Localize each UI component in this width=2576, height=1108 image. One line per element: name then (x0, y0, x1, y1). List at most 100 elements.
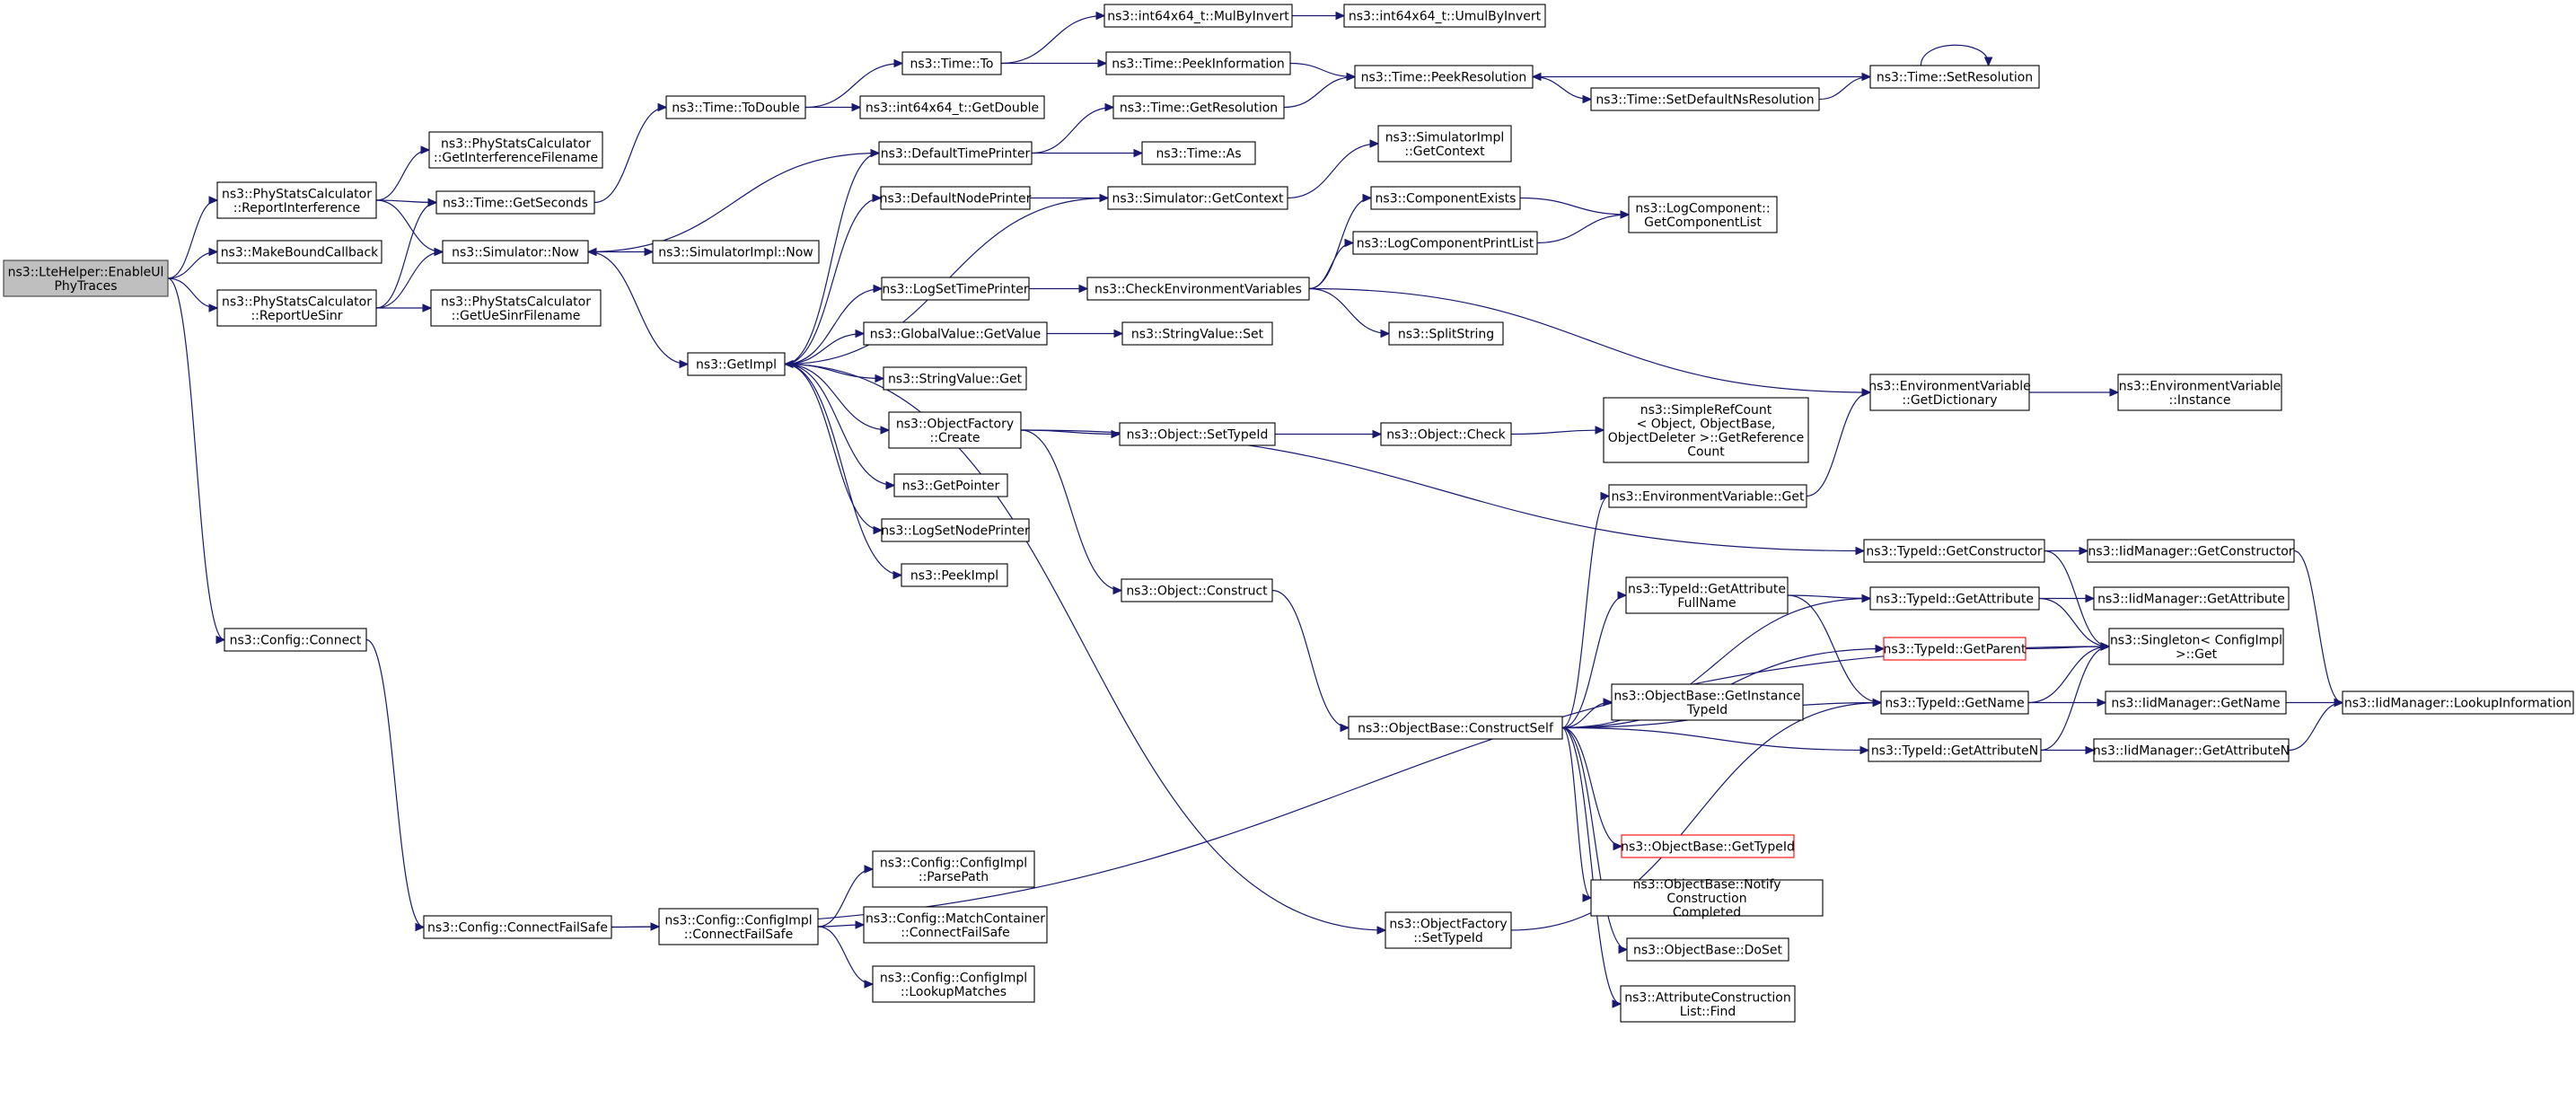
edge-arrowhead (1983, 57, 1993, 67)
node-label: ns3::Object::SetTypeId (1127, 428, 1269, 443)
node-log-set-time-printer[interactable]: ns3::LogSetTimePrinter (881, 277, 1030, 301)
edge-line (167, 199, 218, 279)
node-log-component-print-list[interactable]: ns3::LogComponentPrintList (1352, 231, 1538, 255)
node-box (1354, 65, 1534, 89)
node-peek-resolution[interactable]: ns3::Time::PeekResolution (1354, 65, 1534, 89)
node-simple-ref-count[interactable]: ns3::SimpleRefCount< Object, ObjectBase,… (1603, 397, 1809, 463)
node-component-exists[interactable]: ns3::ComponentExists (1370, 186, 1521, 210)
node-object-check[interactable]: ns3::Object::Check (1380, 422, 1512, 446)
node-env-var-get[interactable]: ns3::EnvironmentVariable::Get (1608, 484, 1807, 508)
node-object-construct[interactable]: ns3::Object::Construct (1121, 578, 1273, 602)
node-iid-get-name[interactable]: ns3::IidManager::GetName (2105, 690, 2287, 715)
node-type-id-get-attribute-n[interactable]: ns3::TypeId::GetAttributeN (1868, 738, 2042, 762)
node-set-resolution[interactable]: ns3::Time::SetResolution (1869, 65, 2040, 89)
node-env-var-get-dictionary[interactable]: ns3::EnvironmentVariable::GetDictionary (1868, 374, 2031, 411)
node-label: ns3::Simulator::Now (452, 246, 579, 260)
node-time-to[interactable]: ns3::Time::To (901, 51, 1002, 75)
node-time-as[interactable]: ns3::Time::As (1141, 141, 1256, 165)
node-simulator-now[interactable]: ns3::Simulator::Now (442, 240, 589, 264)
node-iid-lookup-information[interactable]: ns3::IidManager::LookupInformation (2342, 690, 2574, 715)
node-box (1590, 879, 1824, 917)
node-box (665, 95, 806, 119)
node-box (1863, 539, 2045, 563)
edge-arrowhead (1612, 999, 1622, 1008)
edge-line (1308, 242, 1354, 290)
node-string-value-get[interactable]: ns3::StringValue::Get (883, 366, 1027, 391)
edge-object-base-construct-self-to-object-base-get-type-id (1561, 726, 1623, 851)
edge-line (167, 251, 218, 279)
node-box (428, 131, 603, 169)
node-make-bound-callback[interactable]: ns3::MakeBoundCallback (216, 240, 382, 264)
node-iid-get-attribute[interactable]: ns3::IidManager::GetAttribute (2093, 586, 2290, 611)
node-peek-information[interactable]: ns3::Time::PeekInformation (1105, 51, 1291, 75)
edge-arrowhead (1113, 329, 1124, 339)
node-split-string[interactable]: ns3::SplitString (1388, 321, 1504, 346)
edge-line (1308, 287, 1390, 335)
node-env-var-instance[interactable]: ns3::EnvironmentVariable::Instance (2117, 374, 2282, 411)
edge-arrowhead (1362, 193, 1373, 203)
edge-line (587, 152, 880, 253)
node-box (1086, 277, 1310, 301)
node-type-id-get-constructor[interactable]: ns3::TypeId::GetConstructor (1863, 539, 2045, 563)
node-mul-by-invert[interactable]: ns3::int64x64_t::MulByInvert (1103, 4, 1293, 28)
node-check-env-vars[interactable]: ns3::CheckEnvironmentVariables (1086, 277, 1310, 301)
node-simulator-get-context[interactable]: ns3::Simulator::GetContext (1107, 186, 1288, 210)
node-type-id-get-attribute[interactable]: ns3::TypeId::GetAttribute (1869, 586, 2040, 611)
node-box (1590, 87, 1820, 111)
node-default-node-printer[interactable]: ns3::DefaultNodePrinter (880, 186, 1032, 210)
node-object-set-type-id[interactable]: ns3::Object::SetTypeId (1119, 422, 1276, 446)
node-iid-get-attribute-n[interactable]: ns3::IidManager::GetAttributeN (2093, 738, 2290, 762)
edge-enable-ul-to-config-connect (167, 277, 226, 645)
node-time-get-seconds[interactable]: ns3::Time::GetSeconds (435, 190, 595, 215)
node-simulator-impl-get-context[interactable]: ns3::SimulatorImpl::GetContext (1377, 125, 1512, 163)
edge-arrowhead (1344, 238, 1355, 248)
edge-arrowhead (208, 196, 219, 205)
node-object-base-notify[interactable]: ns3::ObjectBase::NotifyConstructionCompl… (1590, 878, 1824, 920)
node-box (1107, 186, 1288, 210)
node-box (893, 473, 1008, 497)
node-global-value-get-value[interactable]: ns3::GlobalValue::GetValue (863, 321, 1048, 346)
node-iid-get-constructor[interactable]: ns3::IidManager::GetConstructor (2087, 539, 2295, 563)
node-umul-by-invert[interactable]: ns3::int64x64_t::UmulByInvert (1343, 4, 1546, 28)
node-peek-impl[interactable]: ns3::PeekImpl (901, 563, 1008, 587)
edge-line (1536, 214, 1630, 244)
edge-set-resolution-to-set-resolution (1920, 44, 1993, 67)
node-match-container-connect-fail-safe[interactable]: ns3::Config::MatchContainer::ConnectFail… (863, 906, 1048, 944)
node-int64-get-double[interactable]: ns3::int64x64_t::GetDouble (859, 95, 1045, 119)
node-config-impl-connect-fail-safe[interactable]: ns3::Config::ConfigImpl::ConnectFailSafe (658, 908, 819, 945)
node-get-impl[interactable]: ns3::GetImpl (687, 352, 786, 376)
node-log-set-node-printer[interactable]: ns3::LogSetNodePrinter (881, 518, 1030, 542)
edge-config-connect-fail-safe-to-singleton-get (611, 642, 2111, 928)
node-config-impl-parse-path[interactable]: ns3::Config::ConfigImpl::ParsePath (872, 850, 1035, 888)
edge-object-base-construct-self-to-type-id-get-attribute-n (1561, 726, 1870, 755)
node-get-component-list[interactable]: ns3::LogComponent::GetComponentList (1628, 196, 1778, 233)
node-string-value-set[interactable]: ns3::StringValue::Set (1121, 321, 1273, 346)
node-get-resolution[interactable]: ns3::Time::GetResolution (1112, 95, 1285, 119)
node-report-interference[interactable]: ns3::PhyStatsCalculator::ReportInterfere… (216, 181, 377, 219)
node-report-ue-sinr[interactable]: ns3::PhyStatsCalculator::ReportUeSinr (216, 289, 377, 327)
node-object-factory-set-type-id[interactable]: ns3::ObjectFactory::SetTypeId (1385, 911, 1512, 949)
node-config-connect-fail-safe[interactable]: ns3::Config::ConnectFailSafe (423, 915, 612, 939)
node-object-base-construct-self[interactable]: ns3::ObjectBase::ConstructSelf (1348, 716, 1563, 740)
node-config-impl-lookup-matches[interactable]: ns3::Config::ConfigImpl::LookupMatches (872, 965, 1035, 1003)
node-object-base-do-set[interactable]: ns3::ObjectBase::DoSet (1626, 937, 1789, 962)
node-get-interference-filename[interactable]: ns3::PhyStatsCalculator::GetInterference… (428, 131, 603, 169)
edge-arrowhead (1097, 58, 1108, 68)
node-get-pointer[interactable]: ns3::GetPointer (893, 473, 1008, 497)
node-simulator-impl-now[interactable]: ns3::SimulatorImpl::Now (652, 240, 820, 264)
node-config-connect[interactable]: ns3::Config::Connect (224, 628, 367, 652)
node-type-id-get-name[interactable]: ns3::TypeId::GetName (1880, 690, 2029, 715)
node-get-ue-sinr-filename[interactable]: ns3::PhyStatsCalculator::GetUeSinrFilena… (430, 289, 602, 327)
node-object-base-get-type-id[interactable]: ns3::ObjectBase::GetTypeId (1621, 834, 1795, 858)
node-object-factory-create[interactable]: ns3::ObjectFactory::Create (888, 411, 1022, 449)
node-type-id-get-parent[interactable]: ns3::TypeId::GetParent (1883, 637, 2027, 661)
node-set-default-ns-resolution[interactable]: ns3::Time::SetDefaultNsResolution (1590, 87, 1820, 111)
node-default-time-printer[interactable]: ns3::DefaultTimePrinter (878, 141, 1033, 165)
node-box (888, 411, 1022, 449)
node-time-to-double[interactable]: ns3::Time::ToDouble (665, 95, 806, 119)
node-singleton-get[interactable]: ns3::Singleton< ConfigImpl>::Get (2108, 628, 2284, 665)
